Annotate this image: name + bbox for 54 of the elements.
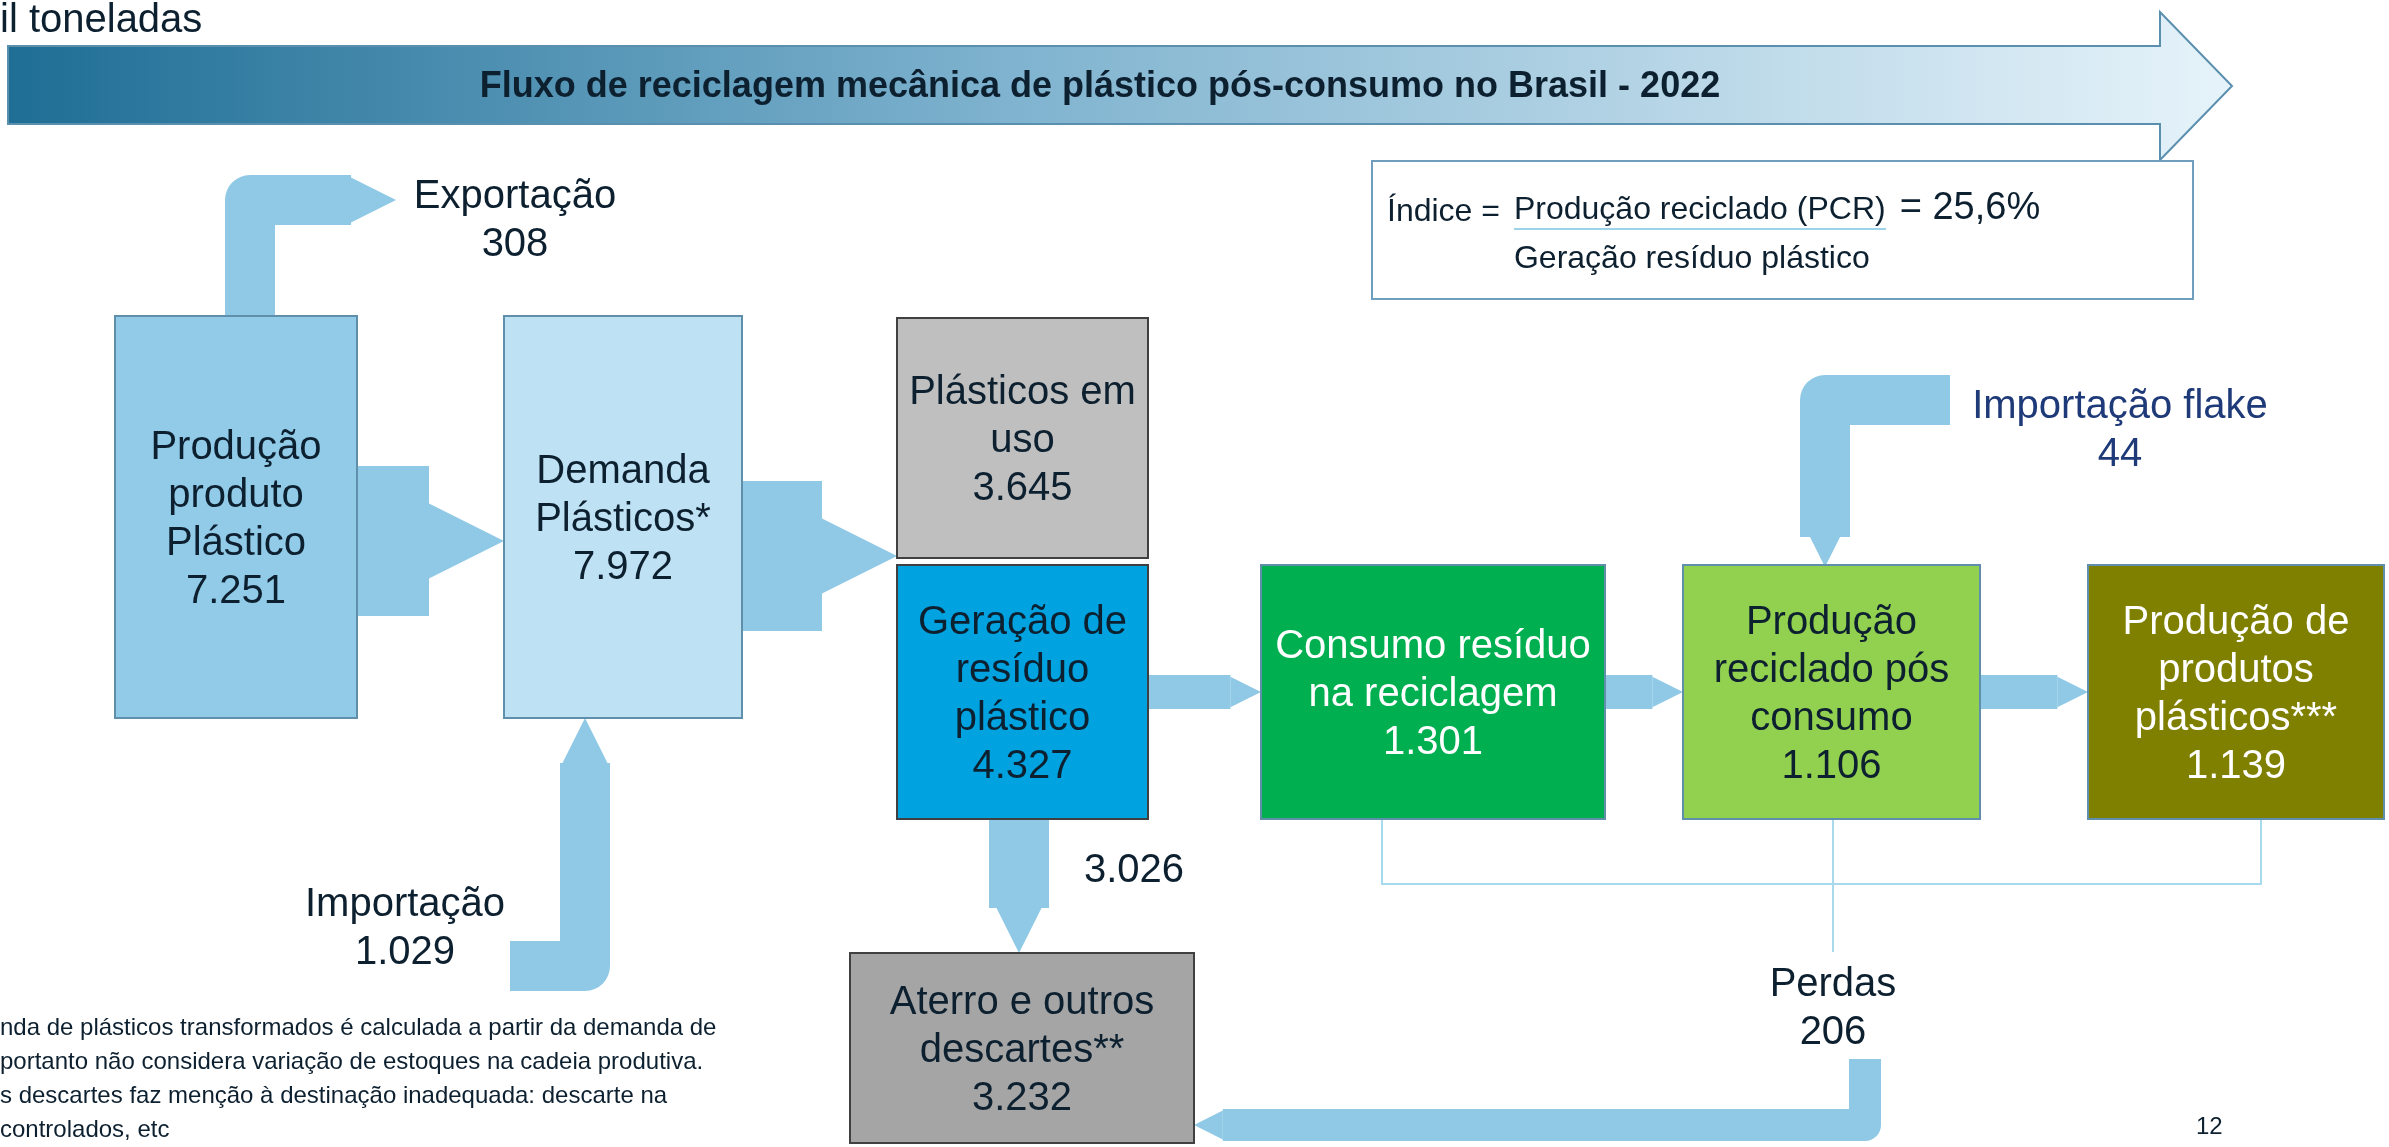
- block-arrow: [1606, 675, 1683, 709]
- process-box: [1682, 564, 1981, 820]
- node-label: Produção reciclado pós consumo: [1712, 597, 1951, 740]
- value-text: 1.139: [2185, 741, 2287, 788]
- node-label: Importação: [304, 878, 506, 926]
- value-text: 4.327: [972, 741, 1073, 788]
- node-label: Exportação: [413, 170, 617, 218]
- node-label: Produção de produtos plásticos***: [2121, 597, 2351, 740]
- footnote-text: s descartes faz menção à destinação inadequada: descarte na: [0, 1081, 668, 1109]
- block-arrow: [1800, 375, 1950, 567]
- value-text: 7.251: [185, 566, 287, 613]
- block-arrow: [1194, 1059, 1881, 1141]
- process-box: [2087, 564, 2385, 820]
- formula-denominator: Geração resíduo plástico: [1513, 237, 1871, 276]
- block-arrow: [1981, 675, 2088, 709]
- value-text: 308: [481, 218, 549, 266]
- value-text: 7.972: [572, 542, 674, 589]
- process-box: [896, 564, 1149, 820]
- formula-numerator: Produção reciclado (PCR): [1513, 189, 1886, 230]
- block-arrow: [358, 466, 504, 616]
- node-label: Consumo resíduo na reciclagem: [1274, 621, 1592, 716]
- node-label: Produção produto Plástico: [149, 422, 323, 565]
- value-text: 3.232: [971, 1073, 1073, 1120]
- value-text: 1.029: [354, 926, 456, 974]
- node-label: Aterro e outros descartes**: [888, 977, 1156, 1072]
- process-box: [849, 952, 1195, 1144]
- node-label: Demanda Plásticos*: [534, 446, 712, 541]
- block-arrow: [743, 481, 897, 631]
- footnote-text: portanto não considera variação de estoques na cadeia produtiva.: [0, 1047, 704, 1075]
- node-label: Geração de resíduo plástico: [917, 597, 1128, 740]
- page-number: 12: [2196, 1112, 2223, 1140]
- unit-note: il toneladas: [0, 0, 203, 41]
- footnote-text: controlados, etc: [0, 1115, 170, 1143]
- formula-box: [1371, 160, 2194, 300]
- process-box: [896, 317, 1149, 559]
- process-box: [503, 315, 743, 719]
- diagram-title: Fluxo de reciclagem mecânica de plástico pós-consumo no Brasil - 2022: [478, 64, 1722, 106]
- footnote-text: nda de plásticos transformados é calculada a partir da demanda de: [0, 1013, 717, 1041]
- formula-result: = 25,6%: [1899, 184, 2041, 229]
- formula-label: Índice =: [1387, 191, 1500, 230]
- node-label: Plásticos em uso: [908, 367, 1137, 462]
- process-box: [1260, 564, 1606, 820]
- node-label: Importação flake: [1972, 381, 2268, 428]
- block-arrow: [1149, 675, 1261, 709]
- process-box: [114, 315, 358, 719]
- node-label: Perdas: [1769, 958, 1897, 1006]
- block-arrow: [989, 820, 1049, 953]
- value-text: 44: [2097, 429, 2143, 476]
- value-text: 206: [1799, 1006, 1867, 1054]
- block-arrow: [225, 175, 396, 315]
- connector-line: [1832, 819, 2262, 953]
- value-text: 1.106: [1781, 741, 1882, 788]
- value-text: 3.645: [972, 463, 1073, 510]
- value-text: 1.301: [1382, 717, 1484, 764]
